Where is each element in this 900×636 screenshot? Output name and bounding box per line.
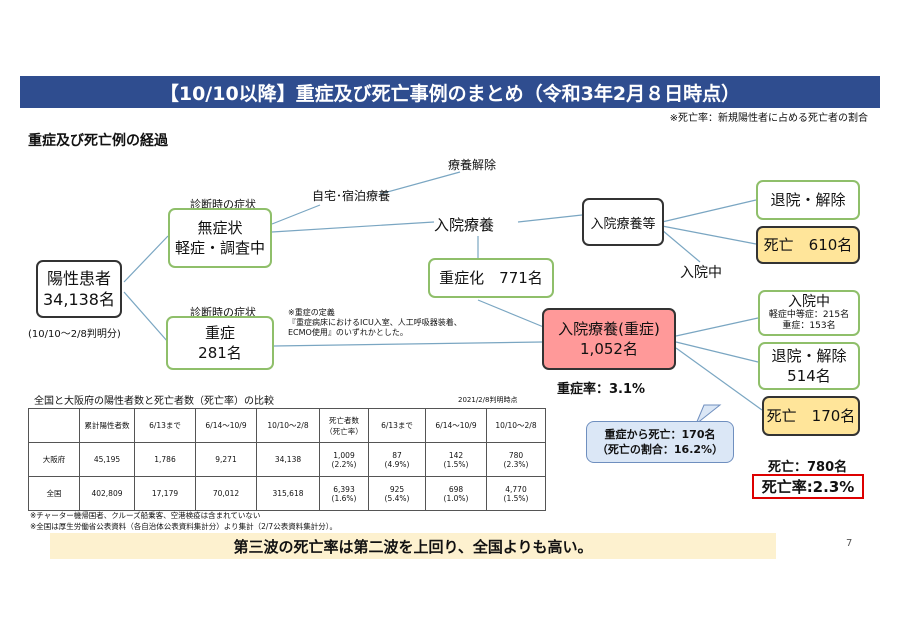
mild-line2: 軽症・調査中 bbox=[174, 239, 265, 257]
hospital-severe-count: 1,052名 bbox=[580, 340, 638, 358]
row-japan-d1: 925(5.4%) bbox=[368, 476, 426, 511]
release-label: 療養解除 bbox=[448, 158, 497, 172]
row-osaka-d3: 780(2.3%) bbox=[486, 442, 546, 477]
in-hospital-mild: 軽症中等症：215名 bbox=[768, 310, 850, 320]
severe-rate: 重症率：3.1% bbox=[557, 382, 646, 397]
row-japan-name: 全国 bbox=[28, 476, 80, 511]
discharge-bottom-box: 退院・解除 514名 bbox=[758, 342, 860, 390]
severe-def-line1: ※重症の定義 bbox=[288, 308, 335, 317]
severe-box: 重症 281名 bbox=[166, 316, 274, 370]
hospital-etc-box: 入院療養等 bbox=[582, 198, 664, 246]
severe-count: 281名 bbox=[198, 344, 242, 362]
death-bottom-label: 死亡 170名 bbox=[766, 407, 856, 425]
hospital-label: 入院療養 bbox=[434, 216, 495, 234]
row-osaka-name: 大阪府 bbox=[28, 442, 80, 477]
mild-box: 無症状 軽症・調査中 bbox=[168, 208, 272, 268]
row-japan-p1: 17,179 bbox=[134, 476, 196, 511]
severe-def-line2: 『重症病床におけるICU入室、人工呼吸器装着、 bbox=[288, 318, 462, 327]
row-osaka-dead: 1,009(2.2%) bbox=[319, 442, 369, 477]
row-japan-d3: 4,770(1.5%) bbox=[486, 476, 546, 511]
hospital-severe-label: 入院療養(重症) bbox=[558, 320, 660, 338]
table-row: 大阪府 45,195 1,786 9,271 34,138 1,009(2.2%… bbox=[28, 442, 546, 477]
bubble-line1: 重症から死亡：170名 bbox=[604, 428, 716, 441]
positive-period: (10/10～2/8判明分) bbox=[28, 329, 121, 340]
table-footnote-1: ※チャーター機帰国者、クルーズ船乗客、空港検疫は含まれていない bbox=[30, 511, 261, 520]
positive-count: 34,138名 bbox=[43, 290, 115, 309]
header-period-1: 6/13まで bbox=[134, 408, 196, 443]
positive-patients-box: 陽性患者 34,138名 bbox=[36, 260, 122, 318]
header-dead-period-3: 10/10～2/8 bbox=[486, 408, 546, 443]
row-osaka-d2: 142(1.5%) bbox=[425, 442, 487, 477]
row-osaka-p1: 1,786 bbox=[134, 442, 196, 477]
row-osaka-d1: 87(4.9%) bbox=[368, 442, 426, 477]
severe-line1: 重症 bbox=[204, 324, 235, 342]
home-care-label: 自宅･宿泊療養 bbox=[312, 189, 391, 203]
comparison-table: 累計陽性者数 6/13まで 6/14～10/9 10/10～2/8 死亡者数 （… bbox=[28, 408, 546, 511]
table-caption: 全国と大阪府の陽性者数と死亡者数（死亡率）の比較 bbox=[34, 396, 274, 407]
table-footnote-2: ※全国は厚生労働省公表資料（各自治体公表資料集計分）より集計（2/7公表資料集計… bbox=[30, 522, 337, 531]
in-hospital-severe: 重症：153名 bbox=[782, 321, 836, 331]
row-osaka-total: 45,195 bbox=[79, 442, 135, 477]
hospital-severe-box: 入院療養(重症) 1,052名 bbox=[542, 308, 676, 370]
header-deaths-line1: 死亡者数 bbox=[329, 415, 359, 425]
in-hospital-title: 入院中 bbox=[788, 294, 830, 310]
header-deaths-line2: （死亡率） bbox=[325, 426, 363, 436]
severe-change-box: 重症化 771名 bbox=[428, 258, 554, 298]
header-total-positive: 累計陽性者数 bbox=[79, 408, 135, 443]
discharge-bottom-label: 退院・解除 bbox=[771, 347, 847, 365]
page-title: 【10/10以降】重症及び死亡事例のまとめ（令和3年2月８日時点） bbox=[20, 76, 880, 108]
row-osaka-p3: 34,138 bbox=[256, 442, 320, 477]
in-hospital-label: 入院中 bbox=[680, 265, 722, 281]
row-japan-dead: 6,393(1.6%) bbox=[319, 476, 369, 511]
row-japan-p2: 70,012 bbox=[195, 476, 257, 511]
header-dead-period-2: 6/14～10/9 bbox=[425, 408, 487, 443]
mild-line1: 無症状 bbox=[197, 219, 243, 237]
table-corner bbox=[28, 408, 80, 443]
severe-change-label: 重症化 771名 bbox=[439, 269, 543, 287]
death-top-box: 死亡 610名 bbox=[756, 226, 860, 264]
row-osaka-p2: 9,271 bbox=[195, 442, 257, 477]
table-as-of: 2021/2/8判明時点 bbox=[458, 396, 518, 404]
row-japan-d2: 698(1.0%) bbox=[425, 476, 487, 511]
death-top-label: 死亡 610名 bbox=[763, 236, 853, 254]
bubble-line2: （死亡の割合：16.2%） bbox=[596, 443, 724, 456]
header-deaths: 死亡者数 （死亡率） bbox=[319, 408, 369, 443]
positive-label: 陽性患者 bbox=[46, 269, 111, 288]
discharge-top-label: 退院・解除 bbox=[770, 191, 846, 209]
row-japan-p3: 315,618 bbox=[256, 476, 320, 511]
death-rate-note: ※死亡率：新規陽性者に占める死亡者の割合 bbox=[669, 113, 868, 124]
discharge-bottom-count: 514名 bbox=[787, 367, 831, 385]
header-period-2: 6/14～10/9 bbox=[195, 408, 257, 443]
severe-caption: 診断時の症状 bbox=[190, 306, 256, 319]
severe-def-line3: ECMO使用』のいずれかとした。 bbox=[288, 328, 408, 337]
in-hospital-box: 入院中 軽症中等症：215名 重症：153名 bbox=[758, 290, 860, 336]
header-period-3: 10/10～2/8 bbox=[256, 408, 320, 443]
hospital-etc-label: 入院療養等 bbox=[590, 216, 656, 232]
page-number: 7 bbox=[846, 538, 853, 549]
severe-definition: ※重症の定義 『重症病床におけるICU入室、人工呼吸器装着、 ECMO使用』のい… bbox=[288, 308, 462, 338]
death-total: 死亡：780名 bbox=[768, 460, 848, 475]
mild-caption: 診断時の症状 bbox=[190, 198, 256, 211]
death-bottom-box: 死亡 170名 bbox=[762, 396, 860, 436]
severe-death-bubble: 重症から死亡：170名 （死亡の割合：16.2%） bbox=[586, 421, 734, 463]
row-japan-total: 402,809 bbox=[79, 476, 135, 511]
section-heading: 重症及び死亡例の経過 bbox=[28, 133, 168, 149]
header-dead-period-1: 6/13まで bbox=[368, 408, 426, 443]
table-row: 全国 402,809 17,179 70,012 315,618 6,393(1… bbox=[28, 476, 546, 511]
death-rate-box: 死亡率:2.3% bbox=[752, 474, 864, 499]
conclusion-banner: 第三波の死亡率は第二波を上回り、全国よりも高い。 bbox=[50, 533, 776, 559]
discharge-top-box: 退院・解除 bbox=[756, 180, 860, 220]
